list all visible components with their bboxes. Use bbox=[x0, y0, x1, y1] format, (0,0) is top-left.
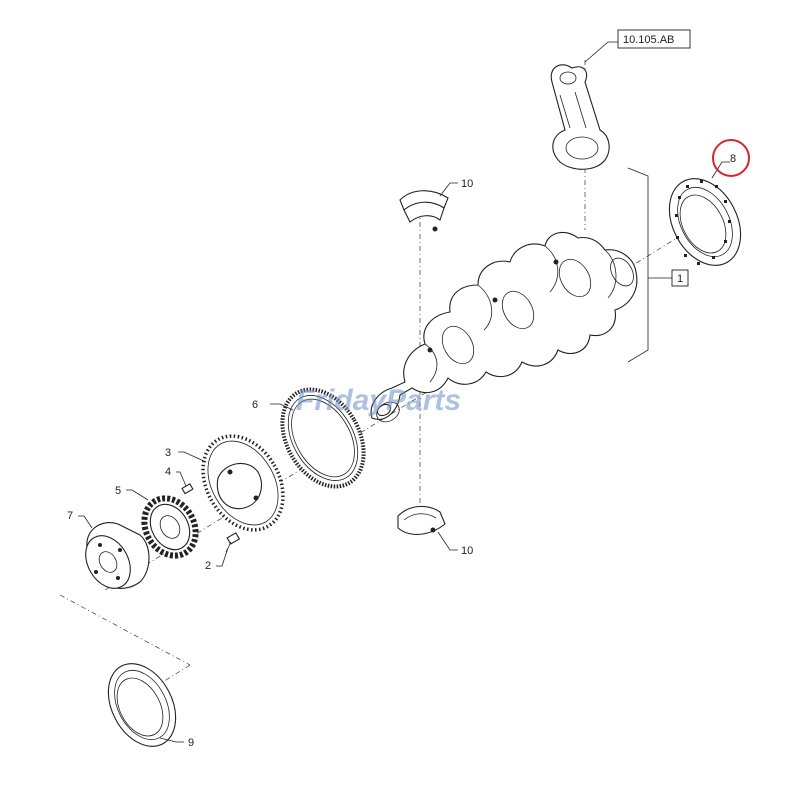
timing-gear-label: 5 bbox=[115, 485, 121, 497]
bearing-lower bbox=[397, 505, 446, 535]
bearing-upper bbox=[399, 190, 449, 232]
bearing-lower-label: 10 bbox=[461, 545, 473, 557]
bolt bbox=[225, 532, 241, 553]
hub-label: 7 bbox=[67, 510, 73, 522]
rear-seal-label: 8 bbox=[730, 153, 736, 165]
tone-wheel-label: 3 bbox=[165, 447, 171, 459]
rear-seal bbox=[668, 178, 742, 266]
timing-gear bbox=[141, 495, 199, 559]
hub bbox=[85, 522, 150, 589]
connecting-rod bbox=[550, 64, 610, 170]
bearing-upper-label: 10 bbox=[461, 178, 473, 190]
front-seal-label: 9 bbox=[188, 737, 194, 749]
dowel-pin bbox=[181, 483, 194, 495]
assembly-bracket bbox=[627, 167, 649, 363]
assembly-box bbox=[671, 269, 689, 287]
ref-box bbox=[617, 29, 691, 49]
highlight-circle bbox=[712, 139, 750, 177]
dowel-pin-label: 4 bbox=[165, 466, 171, 478]
front-seal bbox=[107, 663, 177, 747]
ref-leader bbox=[584, 41, 618, 63]
tone-wheel bbox=[201, 434, 285, 532]
ring-gear-label: 6 bbox=[252, 399, 258, 411]
watermark-logo: FridayParts bbox=[296, 384, 461, 417]
assembly-label: 1 bbox=[677, 273, 683, 285]
bolt-label: 2 bbox=[205, 560, 211, 572]
crankshaft bbox=[370, 231, 638, 423]
ring-gear bbox=[280, 387, 366, 489]
ref-label: 10.105.AB bbox=[623, 34, 674, 46]
